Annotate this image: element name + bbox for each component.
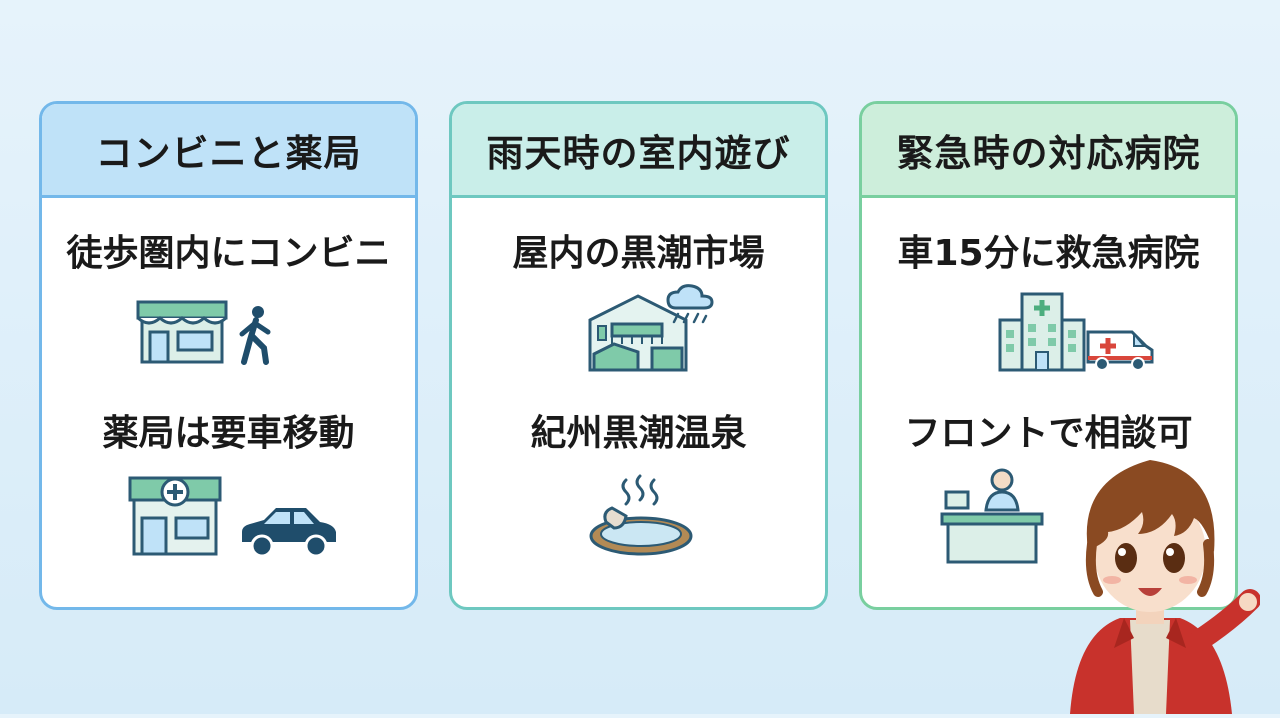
card-rainy-day: 雨天時の室内遊び 屋内の黒潮市場 紀州黒潮温泉 xyxy=(449,101,828,610)
card-title: コンビニと薬局 xyxy=(42,104,415,198)
card-item-front-desk: フロントで相談可 xyxy=(904,413,1193,454)
walking-person-icon xyxy=(236,304,276,366)
hospital-icon xyxy=(996,290,1088,372)
card-item-market: 屋内の黒潮市場 xyxy=(512,233,765,274)
card-convenience-pharmacy: コンビニと薬局 徒歩圏内にコンビニ 薬局は要車移動 xyxy=(39,101,418,610)
card-title: 雨天時の室内遊び xyxy=(452,104,825,198)
pharmacy-icon xyxy=(128,474,222,558)
card-item-pharmacy: 薬局は要車移動 xyxy=(102,413,355,454)
rain-cloud-icon xyxy=(666,284,714,330)
mascot-character-illustration xyxy=(1040,440,1261,718)
convenience-store-icon xyxy=(136,294,228,366)
card-item-onsen: 紀州黒潮温泉 xyxy=(530,413,747,454)
ambulance-icon xyxy=(1084,324,1156,372)
hot-spring-icon xyxy=(588,474,694,556)
reception-desk-icon xyxy=(940,466,1044,564)
card-item-hospital: 車15分に救急病院 xyxy=(897,233,1200,274)
car-icon xyxy=(236,502,340,562)
card-title: 緊急時の対応病院 xyxy=(862,104,1235,198)
card-emergency: 緊急時の対応病院 車15分に救急病院 フロントで相談可 xyxy=(859,101,1238,610)
indoor-market-icon xyxy=(586,290,690,374)
card-item-convenience: 徒歩圏内にコンビニ xyxy=(66,233,391,274)
